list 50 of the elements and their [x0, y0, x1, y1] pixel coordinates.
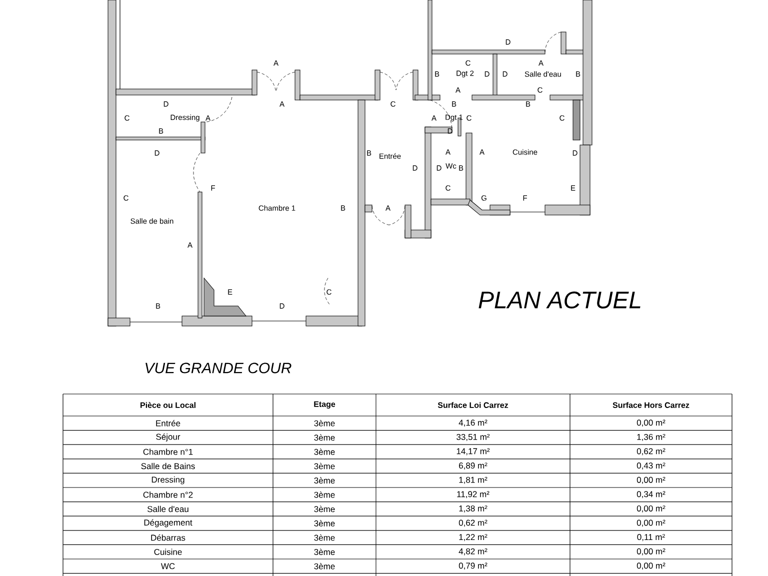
table-entry: Dressing: [152, 476, 184, 484]
table-entry: 0,00 m²: [636, 520, 666, 527]
table-entry: 0,34 m²: [636, 491, 666, 498]
table-entry: 0,62 m²: [636, 448, 666, 456]
table-entry: 3ème: [314, 506, 335, 512]
table-entry: 0,00 m²: [636, 420, 666, 427]
table-entry: Chambre n°2: [143, 492, 193, 498]
table-entry: 3ème: [314, 548, 335, 556]
column-header: Etage: [314, 401, 336, 409]
table-entry: 14,17 m²: [456, 448, 490, 456]
table-entry: 3ème: [314, 520, 335, 526]
column-header: Surface Hors Carrez: [612, 402, 690, 408]
table-entry: 3ème: [314, 448, 335, 455]
column-header: Pièce ou Local: [140, 402, 196, 408]
table-entry: 0,62 m²: [458, 520, 488, 527]
handwritten-note: VUE GRANDE COUR: [146, 362, 292, 374]
table-entry: 0,79 m²: [458, 562, 488, 570]
table-entry: 0,11 m²: [637, 534, 665, 542]
table-entry: 0,00 m²: [636, 548, 666, 556]
table-entry: Salle de Bains: [141, 462, 195, 470]
table-entry: 0,43 m²: [636, 462, 666, 470]
table-entry: 3ème: [314, 563, 335, 570]
table-entry: 3ème: [314, 420, 335, 426]
column-header: Surface Loi Carrez: [438, 402, 508, 408]
table-entry: 4,16 m²: [458, 420, 488, 427]
table-entry: 3ème: [314, 462, 335, 470]
table-entry: Salle d'eau: [148, 506, 188, 512]
table-entry: Entrée: [156, 420, 180, 426]
table-entry: 0,00 m²: [636, 476, 666, 484]
table-entry: 4,82 m²: [458, 548, 488, 556]
table-entry: 1,22 m²: [459, 534, 488, 542]
table-entry: 11,92 m²: [457, 491, 490, 498]
table-entry: 1,38 m²: [459, 505, 488, 512]
table-entry: Débarras: [151, 534, 186, 541]
table-entry: 3ème: [314, 491, 335, 498]
handwritten-title: PLAN ACTUEL: [478, 292, 640, 308]
table-entry: 1,81 m²: [459, 476, 488, 484]
table-entry: 0,00 m²: [636, 505, 666, 512]
table-entry: Chambre n°1: [143, 448, 193, 455]
table-entry: 6,89 m²: [459, 462, 488, 470]
table-entry: Dégagement: [144, 519, 192, 528]
table-entry: 3ème: [314, 434, 335, 441]
table-entry: 0,00 m²: [636, 562, 666, 570]
table-entry: Cuisine: [154, 548, 182, 555]
table-entry: 3ème: [314, 477, 335, 484]
table-entry: 1,36 m²: [637, 434, 666, 441]
table-entry: 3ème: [314, 534, 335, 541]
table-entry: WC: [160, 563, 175, 570]
table-entry: 33,51 m²: [456, 434, 490, 441]
table-entry: Séjour: [156, 433, 180, 442]
